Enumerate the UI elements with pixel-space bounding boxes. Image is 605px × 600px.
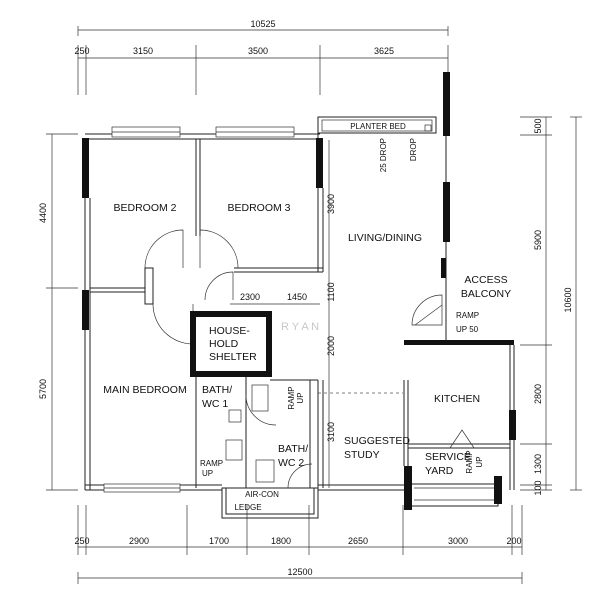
drop-label-2: DROP — [409, 138, 418, 161]
dim-right-2: 5900 — [533, 230, 543, 250]
dim-bottom-seg-3: 1700 — [209, 536, 229, 546]
ramp-label-bath1: RAMP — [200, 459, 223, 468]
dim-interior-3900: 3900 — [326, 194, 336, 214]
room-labels: BEDROOM 2 BEDROOM 3 LIVING/DINING MAIN B… — [103, 202, 480, 477]
access-balcony-label-2: BALCONY — [461, 288, 511, 300]
planter-bed: PLANTER BED — [317, 116, 437, 140]
dim-bottom-seg-4: 1800 — [271, 536, 291, 546]
dim-left-1: 4400 — [38, 203, 48, 223]
up-label-bath1: UP — [202, 469, 213, 478]
ramp-label-bath2: RAMP — [287, 386, 296, 409]
room-label-bath1-1: BATH/ — [202, 384, 232, 396]
room-label-bedroom-2: BEDROOM 2 — [113, 202, 176, 214]
exterior-walls: AIR-CON LEDGE — [82, 126, 502, 519]
dim-bottom-seg-7: 200 — [506, 536, 521, 546]
room-label-service-yard-2: YARD — [425, 465, 454, 477]
ramp-labels: RAMP UP RAMP UP RAMP UP — [200, 386, 484, 478]
room-label-bedroom-3: BEDROOM 3 — [227, 202, 290, 214]
interior-dimensions: 3900 1100 2000 3100 2300 1450 — [230, 140, 336, 488]
top-dimensions: 10525 250 3150 3500 3625 — [74, 19, 449, 95]
left-dimensions: 4400 5700 — [38, 133, 78, 491]
drop-label-1: 25 DROP — [379, 138, 388, 172]
room-label-living-dining: LIVING/DINING — [348, 232, 422, 244]
room-label-kitchen: KITCHEN — [434, 393, 480, 405]
access-balcony-label-1: ACCESS — [464, 274, 507, 286]
up-label-service: UP — [475, 456, 484, 467]
planter-bed-label: PLANTER BED — [350, 122, 406, 131]
room-label-bath2-1: BATH/ — [278, 443, 308, 455]
room-label-bath1-2: WC 1 — [202, 398, 228, 410]
dim-interior-2000: 2000 — [326, 336, 336, 356]
dim-interior-3100: 3100 — [326, 422, 336, 442]
access-balcony-area: ACCESS BALCONY RAMP UP 50 25 DROP DROP — [379, 72, 511, 340]
dim-bottom-seg-6: 3000 — [448, 536, 468, 546]
dim-right-4: 1300 — [533, 454, 543, 474]
room-label-study-1: SUGGESTED — [344, 435, 410, 447]
room-label-service-yard-1: SERVICE — [425, 451, 471, 463]
up-label-bath2: UP — [296, 392, 305, 403]
room-label-study-2: STUDY — [344, 449, 380, 461]
right-dimensions: 500 5900 2800 1300 100 10600 — [520, 116, 582, 496]
dim-right-3: 2800 — [533, 384, 543, 404]
dim-interior-1450: 1450 — [287, 292, 307, 302]
bottom-dimensions: 250 2900 1700 1800 2650 3000 200 12500 — [74, 505, 523, 584]
watermark: R Y A N — [281, 321, 319, 333]
aircon-ledge-label-2: LEDGE — [234, 503, 261, 512]
dim-interior-2300: 2300 — [240, 292, 260, 302]
room-label-main-bedroom: MAIN BEDROOM — [103, 384, 186, 396]
dim-top-seg-4: 3625 — [374, 46, 394, 56]
dim-right-1: 500 — [533, 118, 543, 133]
ramp-up-50-label-1: RAMP — [456, 311, 479, 320]
room-label-bath2-2: WC 2 — [278, 457, 304, 469]
ramp-up-50-label-2: UP 50 — [456, 325, 479, 334]
dim-bottom-total: 12500 — [287, 567, 312, 577]
dim-bottom-seg-5: 2650 — [348, 536, 368, 546]
room-label-shelter-2: HOLD — [209, 338, 239, 350]
dim-top-seg-1: 250 — [74, 46, 89, 56]
ramp-label-service: RAMP — [465, 450, 474, 473]
dim-right-total: 10600 — [563, 287, 573, 312]
dim-top-total: 10525 — [250, 19, 275, 29]
dim-top-seg-2: 3150 — [133, 46, 153, 56]
dim-left-2: 5700 — [38, 379, 48, 399]
dim-top-seg-3: 3500 — [248, 46, 268, 56]
aircon-ledge-label-1: AIR-CON — [245, 490, 279, 499]
dim-bottom-seg-1: 250 — [74, 536, 89, 546]
dim-right-5: 100 — [533, 480, 543, 495]
dim-interior-1100: 1100 — [326, 282, 336, 301]
dim-bottom-seg-2: 2900 — [129, 536, 149, 546]
room-label-shelter-3: SHELTER — [209, 351, 257, 363]
interior-walls — [90, 138, 516, 490]
room-label-shelter-1: HOUSE- — [209, 325, 250, 337]
